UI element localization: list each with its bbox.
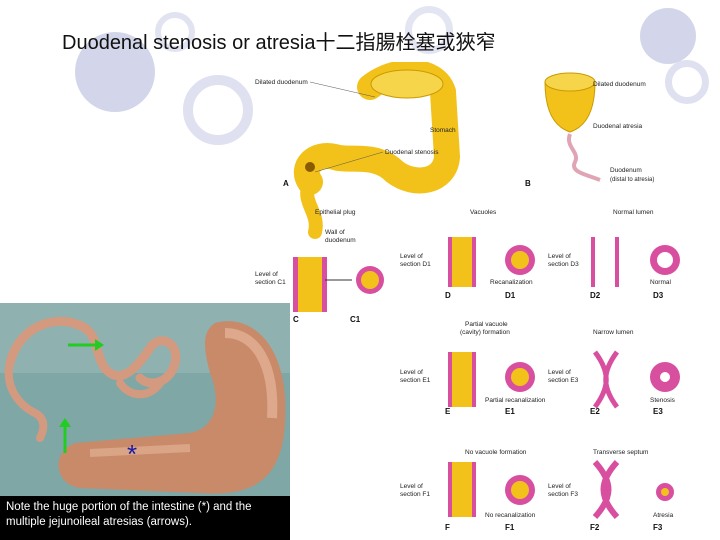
label-duodenum-b: Duodenum: [610, 167, 642, 174]
panel-letter-c1: C1: [350, 315, 361, 324]
slide-title: Duodenal stenosis or atresia十二指腸栓塞或狹窄: [62, 32, 496, 54]
label-dilated-duodenum-a: Dilated duodenum: [255, 79, 308, 86]
label-section-d1: section D1: [400, 261, 431, 268]
label-normal-lumen: Normal lumen: [613, 209, 654, 216]
label-level-e1: Level of: [400, 369, 423, 376]
label-section-d3: section D3: [548, 261, 579, 268]
panel-letter-c: C: [293, 315, 299, 324]
label-section-c1: section C1: [255, 279, 286, 286]
decor-circle-large: [75, 32, 155, 112]
panel-letter-d2: D2: [590, 291, 601, 300]
panel-letter-f2: F2: [590, 523, 600, 532]
label-narrow-lumen: Narrow lumen: [593, 329, 634, 336]
label-section-f1: section F1: [400, 491, 430, 498]
label-partial-recanalization: Partial recanalization: [485, 397, 546, 404]
label-level-f3: Level of: [548, 483, 571, 490]
label-atresia: Atresia: [653, 512, 674, 519]
label-recanalization: Recanalization: [490, 279, 533, 286]
panel-c: Epithelial plug Wall of duodenum Level o…: [255, 209, 384, 324]
panel-letter-e3: E3: [653, 407, 663, 416]
label-level-f1: Level of: [400, 483, 423, 490]
panel-letter-f1: F1: [505, 523, 515, 532]
label-section-e1: section E1: [400, 377, 431, 384]
panel-letter-e1: E1: [505, 407, 515, 416]
panel-b: Dilated duodenum Duodenal atresia Duoden…: [525, 72, 654, 188]
panel-letter-d3: D3: [653, 291, 664, 300]
label-no-recanalization: No recanalization: [485, 512, 536, 519]
label-level-d3: Level of: [548, 253, 571, 260]
decor-circle-medium: [183, 75, 253, 145]
label-duodenum-wall: duodenum: [325, 237, 356, 244]
panel-f: No vacuole formation Transverse septum L…: [400, 449, 674, 532]
label-level-e3: Level of: [548, 369, 571, 376]
panel-letter-d1: D1: [505, 291, 516, 300]
panel-a: Dilated duodenum Stomach Duodenal stenos…: [255, 62, 461, 239]
label-stomach: Stomach: [430, 127, 456, 134]
panel-letter-a: A: [283, 179, 289, 188]
arrow-icon-upper: [68, 339, 104, 351]
label-duodenal-stenosis: Duodenal stenosis: [385, 149, 439, 156]
decor-circle-small: [155, 12, 195, 52]
label-epithelial-plug: Epithelial plug: [315, 209, 356, 216]
label-duodenum-distal: (distal to atresia): [610, 177, 654, 183]
panel-letter-e2: E2: [590, 407, 600, 416]
label-level-c1: Level of: [255, 271, 278, 278]
label-section-f3: section F3: [548, 491, 578, 498]
panel-e: Partial vacuole (cavity) formation Narro…: [400, 321, 680, 416]
panel-d: Vacuoles Normal lumen Level of section D…: [400, 209, 680, 300]
label-stenosis: Stenosis: [650, 397, 676, 404]
label-transverse-septum: Transverse septum: [593, 449, 648, 456]
label-partial-vacuole: Partial vacuole: [465, 321, 508, 328]
panel-letter-f: F: [445, 523, 450, 532]
label-wall-of: Wall of: [325, 229, 345, 236]
label-level-d1: Level of: [400, 253, 423, 260]
arrow-icon-lower: [59, 418, 71, 453]
panel-letter-f3: F3: [653, 523, 663, 532]
label-normal: Normal: [650, 279, 672, 286]
label-duodenal-atresia: Duodenal atresia: [593, 123, 643, 130]
photo-caption: Note the huge portion of the intestine (…: [0, 496, 290, 540]
label-vacuoles: Vacuoles: [470, 209, 497, 216]
panel-letter-e: E: [445, 407, 451, 416]
label-no-vacuole: No vacuole formation: [465, 449, 527, 456]
decor-circle-right-ring: [665, 60, 709, 104]
duodenal-embryology-figure: Dilated duodenum Stomach Duodenal stenos…: [255, 62, 685, 540]
panel-letter-d: D: [445, 291, 451, 300]
label-dilated-duodenum-b: Dilated duodenum: [593, 81, 646, 88]
asterisk-marker: *: [127, 439, 137, 469]
label-cavity-formation: (cavity) formation: [460, 329, 510, 336]
label-section-e3: section E3: [548, 377, 579, 384]
decor-circle-right: [640, 8, 696, 64]
decor-circle-top: [405, 6, 453, 54]
panel-letter-b: B: [525, 179, 531, 188]
